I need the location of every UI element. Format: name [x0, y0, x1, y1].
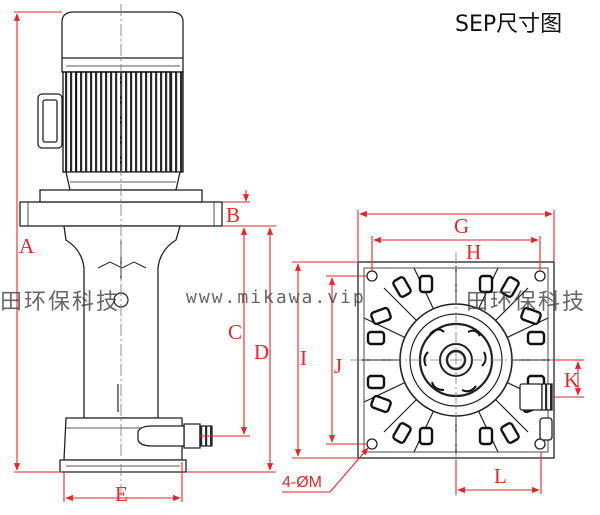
- dim-label-i: I: [300, 346, 307, 370]
- watermark-right: 田环保科技: [466, 290, 587, 315]
- dim-label-d: D: [254, 340, 270, 364]
- side-dimensions: [13, 11, 276, 502]
- dim-label-g: G: [454, 214, 470, 238]
- dim-label-c: C: [228, 320, 243, 344]
- pump-side-view: [19, 11, 223, 473]
- dim-label-h: H: [466, 240, 482, 264]
- watermark-left: 田环保科技: [0, 290, 121, 315]
- dim-label-a: A: [19, 234, 35, 258]
- dim-label-k: K: [564, 368, 580, 392]
- dim-label-b: B: [226, 203, 241, 227]
- dim-label-e: E: [115, 482, 128, 506]
- watermark-url: www.mikawa.vip: [186, 287, 366, 308]
- plan-centerlines: [350, 252, 566, 496]
- page-title: SEP尺寸图: [455, 12, 563, 37]
- dim-label-l: L: [494, 464, 507, 488]
- dim-label-j: J: [334, 354, 343, 378]
- hole-callout: 4-ØM: [282, 474, 322, 491]
- plan-dimensions: [282, 210, 584, 494]
